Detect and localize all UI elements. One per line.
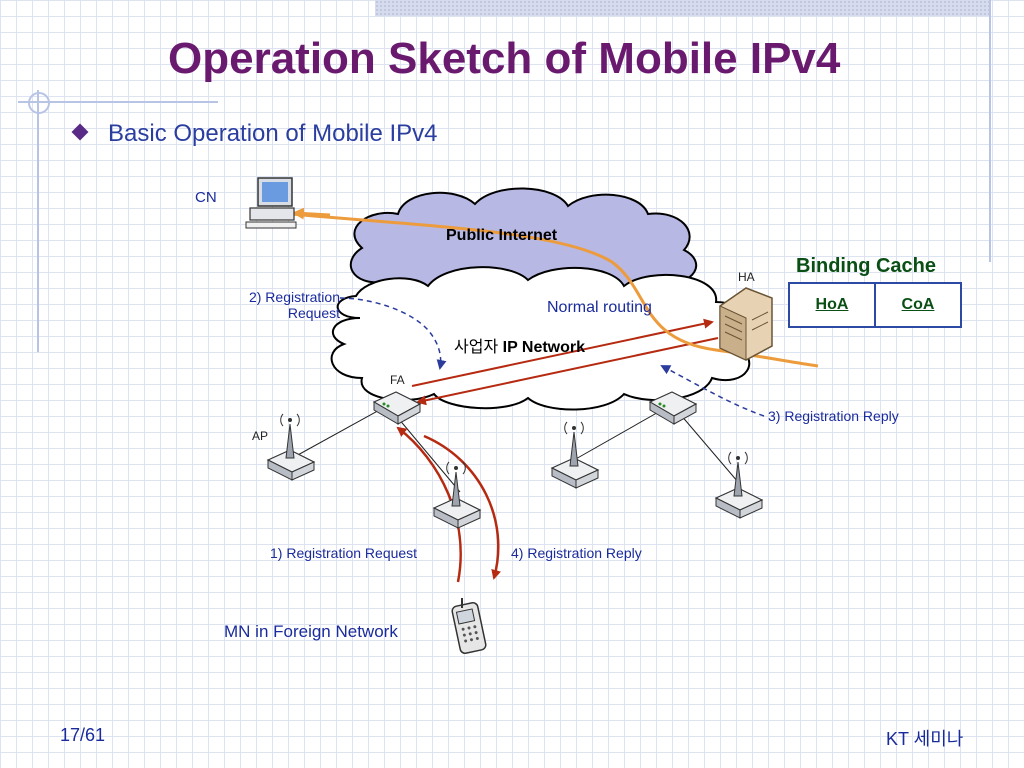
slide-title: Operation Sketch of Mobile IPv4 xyxy=(168,34,841,83)
operator-network-suffix: IP Network xyxy=(502,339,586,356)
mn-label: MN in Foreign Network xyxy=(224,622,398,641)
mobile-phone-icon xyxy=(451,598,487,654)
operator-network-prefix: 사업자 xyxy=(454,339,499,356)
link-r2-ap3 xyxy=(573,409,663,461)
cn-computer-icon xyxy=(245,177,297,229)
binding-cache-table: HoA CoA xyxy=(788,282,962,328)
normal-routing-label: Normal routing xyxy=(547,299,652,316)
step2-line2: Request xyxy=(287,305,340,321)
right-decor-line xyxy=(989,0,991,262)
cn-label: CN xyxy=(195,189,217,206)
arrow-fa-to-ha xyxy=(411,318,714,387)
fa-router-icon xyxy=(372,391,422,425)
left-decor-line xyxy=(37,90,39,352)
access-point-icon xyxy=(266,413,316,481)
footer-org: KT 세미나 xyxy=(886,729,964,749)
link-r2-ap4 xyxy=(679,413,739,483)
router-icon xyxy=(648,391,698,425)
fa-label: FA xyxy=(390,373,405,387)
top-decor-band xyxy=(375,0,990,16)
ha-server-icon xyxy=(719,287,773,361)
link-fa-ap2 xyxy=(397,417,461,493)
binding-cache-hoa: HoA xyxy=(815,296,849,313)
step2-line1: 2) Registration xyxy=(248,289,340,305)
callout-step3 xyxy=(660,365,765,417)
arrow-ha-to-fa xyxy=(416,337,719,406)
binding-cache-title: Binding Cache xyxy=(796,255,937,277)
arrow-fa-to-mn xyxy=(423,434,501,580)
step4-label: 4) Registration Reply xyxy=(511,545,642,561)
ha-label: HA xyxy=(738,270,755,284)
step1-label: 1) Registration Request xyxy=(270,545,418,561)
link-fa-ap1 xyxy=(295,407,384,457)
step2-label: 2) Registration Request xyxy=(228,289,340,321)
arrow-mn-to-fa xyxy=(396,426,462,583)
normal-routing-path xyxy=(291,212,819,368)
step3-label: 3) Registration Reply xyxy=(768,408,899,424)
ap-label: AP xyxy=(252,429,269,443)
page-number: 17/61 xyxy=(60,725,106,745)
access-point-icon xyxy=(550,421,600,489)
access-point-icon xyxy=(432,461,482,529)
operator-network-label: 사업자 IP Network xyxy=(454,333,585,357)
binding-cache-coa: CoA xyxy=(874,284,960,326)
bullet-text: Basic Operation of Mobile IPv4 xyxy=(108,120,438,147)
title-underline-decor xyxy=(18,101,218,103)
decor-circle xyxy=(28,92,50,114)
access-point-icon xyxy=(714,451,764,519)
public-internet-label: Public Internet xyxy=(446,227,558,244)
